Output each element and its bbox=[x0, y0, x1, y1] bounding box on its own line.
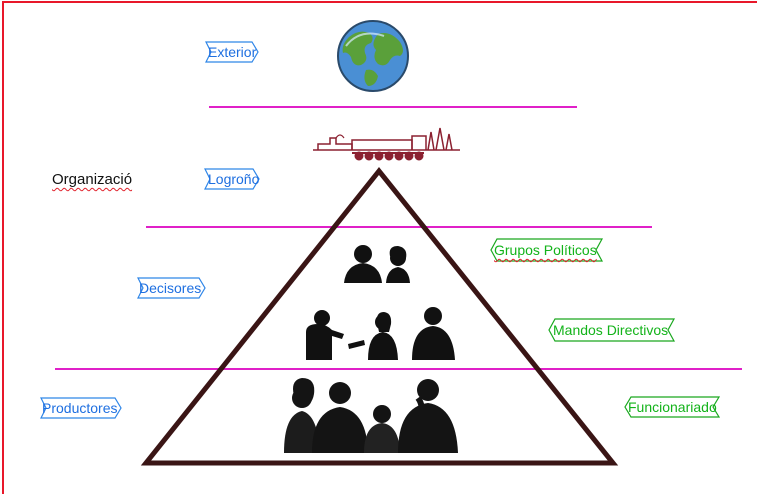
tag-shape bbox=[40, 397, 122, 419]
tag-funcionariado: Funcionariado bbox=[624, 396, 721, 418]
people-silhouettes-bottom bbox=[284, 378, 458, 453]
tag-shape bbox=[490, 238, 604, 262]
pyramid bbox=[140, 166, 619, 466]
people-silhouettes-top bbox=[344, 245, 410, 283]
tag-shape bbox=[204, 168, 260, 190]
tag-grupos-politicos: Grupos Políticos bbox=[490, 238, 604, 262]
organization-label: Organizació bbox=[52, 171, 133, 188]
city-skyline-icon bbox=[313, 127, 460, 161]
tag-shape bbox=[205, 41, 259, 63]
tag-logrono: Logroño bbox=[204, 168, 260, 190]
tag-mandos-directivos: Mandos Directivos bbox=[548, 318, 676, 342]
globe-icon bbox=[335, 20, 415, 94]
tag-productores: Productores bbox=[40, 397, 122, 419]
tag-decisores: Decisores bbox=[137, 277, 206, 299]
tag-exterior: Exterior bbox=[205, 41, 259, 63]
people-silhouettes-middle bbox=[306, 307, 455, 360]
tag-shape bbox=[548, 318, 676, 342]
tag-shape bbox=[624, 396, 721, 418]
tag-shape bbox=[137, 277, 206, 299]
